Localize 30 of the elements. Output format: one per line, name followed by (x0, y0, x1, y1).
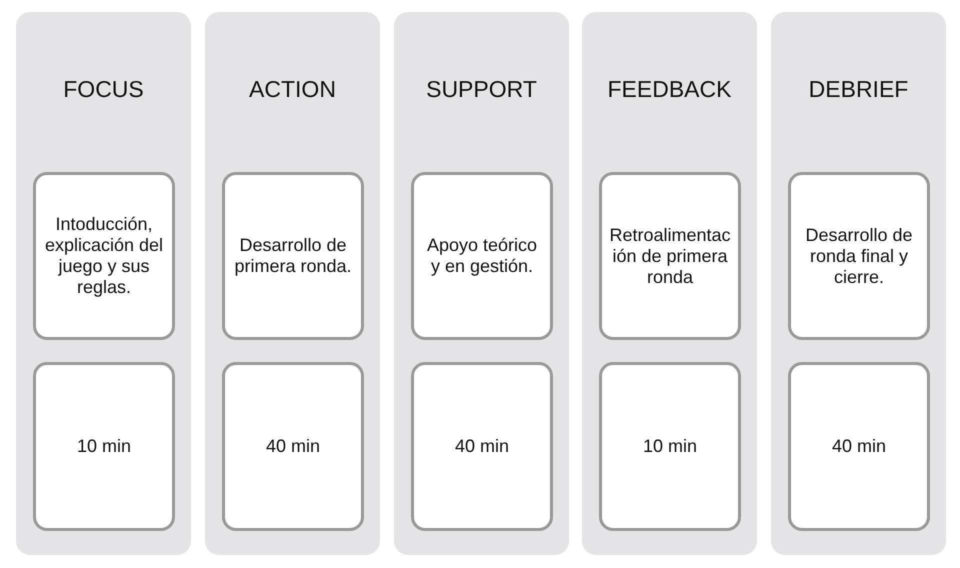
column-panel (16, 12, 191, 555)
duration-card (222, 362, 364, 531)
column-heading: FEEDBACK (606, 76, 732, 103)
activity-card (411, 172, 553, 340)
activity-text: Intoducción, explicación del juego y sus reglas. (44, 214, 164, 298)
duration-card (411, 362, 553, 531)
activity-card (599, 172, 741, 340)
activity-card (33, 172, 175, 340)
duration-text: 40 min (830, 436, 888, 457)
activity-card (788, 172, 930, 340)
activity-text: Desarrollo de primera ronda. (233, 235, 353, 277)
column-heading: SUPPORT (425, 76, 538, 103)
duration-card (599, 362, 741, 531)
column-panel (582, 12, 757, 555)
column-heading: DEBRIEF (808, 76, 910, 103)
activity-text: Desarrollo de ronda final y cierre. (804, 224, 914, 288)
column-heading: ACTION (248, 76, 337, 103)
duration-card (33, 362, 175, 531)
duration-text: 10 min (76, 436, 132, 457)
activity-text: Apoyo teórico y en gestión. (426, 235, 538, 277)
duration-card (788, 362, 930, 531)
column-panel (394, 12, 569, 555)
column-panel (205, 12, 380, 555)
activity-card (222, 172, 364, 340)
duration-text: 10 min (642, 436, 698, 457)
column-heading: FOCUS (62, 76, 145, 103)
activity-text: Retroalimentación de primera ronda (608, 224, 732, 288)
duration-text: 40 min (454, 436, 510, 457)
duration-text: 40 min (264, 436, 322, 457)
column-panel (771, 12, 946, 555)
